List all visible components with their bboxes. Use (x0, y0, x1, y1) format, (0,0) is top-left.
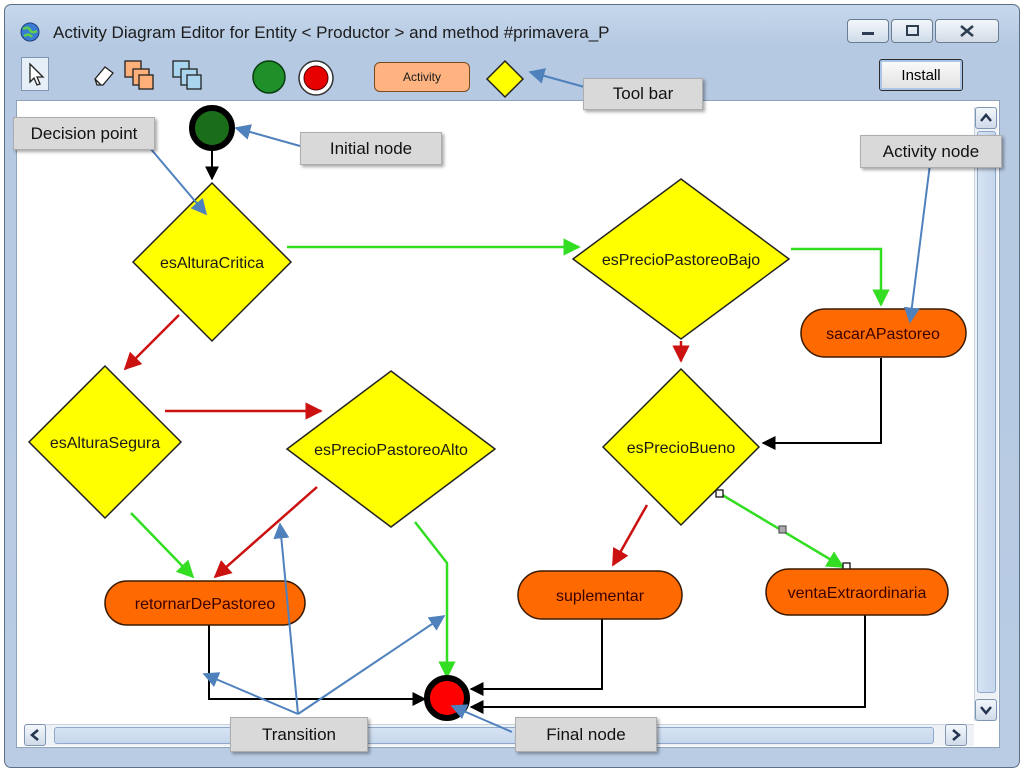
activity-node-ventaextraordinaria[interactable]: ventaExtraordinaria (765, 568, 949, 616)
maximize-icon (906, 25, 919, 36)
scroll-down-button[interactable] (975, 699, 997, 721)
selection-handle[interactable] (778, 525, 787, 534)
chevron-up-icon (980, 113, 992, 122)
callout-activity-node: Activity node (860, 135, 1002, 168)
window-title: Activity Diagram Editor for Entity < Pro… (53, 23, 610, 42)
chevron-left-icon (30, 729, 39, 741)
decision-label: esAlturaSegura (50, 435, 160, 452)
decision-label: esAlturaCritica (160, 255, 264, 272)
pointer-arrow-icon (29, 62, 45, 86)
transition-alto-to-final[interactable] (414, 521, 456, 679)
horizontal-scroll-thumb[interactable] (54, 727, 934, 744)
callout-transition: Transition (230, 717, 368, 752)
scroll-right-button[interactable] (945, 724, 967, 746)
transition-alturacritica-to-alturasegura[interactable] (123, 314, 180, 371)
decision-label: esPrecioBueno (627, 440, 736, 457)
chevron-right-icon (952, 729, 961, 741)
horizontal-scrollbar[interactable] (26, 724, 974, 746)
decision-node-espreciopastoreobajo[interactable]: esPrecioPastoreoBajo (571, 178, 791, 340)
transition-preciobajo-to-sacarapastoreo[interactable] (791, 247, 890, 307)
diagram-canvas[interactable]: esAlturaCritica esAlturaSegura esPrecioP… (16, 100, 1000, 748)
decision-tool-icon[interactable] (485, 59, 525, 99)
transition-alturasegura-to-retornar[interactable] (130, 512, 195, 579)
minimize-icon (862, 32, 874, 35)
scroll-up-button[interactable] (975, 107, 997, 129)
transition-retornar-to-final[interactable] (208, 623, 427, 706)
close-button[interactable] (935, 19, 999, 43)
decision-node-esalturacritica[interactable]: esAlturaCritica (131, 181, 293, 343)
decision-label: esPrecioPastoreoBajo (602, 252, 760, 269)
copy-shapes-orange-icon[interactable] (123, 59, 157, 93)
close-icon (960, 25, 974, 37)
chevron-down-icon (980, 706, 992, 715)
final-node[interactable] (424, 675, 470, 721)
maximize-button[interactable] (891, 19, 933, 43)
final-node-tool-icon[interactable] (297, 59, 337, 99)
callout-tool-bar: Tool bar (583, 78, 703, 110)
callout-initial-node: Initial node (300, 132, 442, 165)
tool-bar: Activity Install (11, 53, 1013, 101)
activity-node-suplementar[interactable]: suplementar (517, 570, 683, 620)
decision-node-espreciopastoreoalto[interactable]: esPrecioPastoreoAlto (285, 370, 497, 528)
decision-node-esalturasegura[interactable]: esAlturaSegura (27, 364, 183, 520)
scroll-left-button[interactable] (24, 724, 46, 746)
activity-label: suplementar (556, 588, 645, 605)
transition-suplementar-to-final[interactable] (469, 619, 603, 696)
selection-handle[interactable] (715, 489, 724, 498)
transition-preciobueno-to-suplementar[interactable] (611, 504, 649, 567)
select-tool[interactable] (21, 57, 49, 91)
initial-node-tool-icon[interactable] (251, 59, 287, 95)
activity-label: ventaExtraordinaria (788, 585, 927, 602)
transition-venta-to-final[interactable] (469, 613, 866, 714)
activity-label: retornarDePastoreo (135, 596, 276, 613)
activity-label: sacarAPastoreo (826, 326, 940, 343)
transition-alto-to-retornar[interactable] (213, 486, 318, 579)
activity-tool[interactable]: Activity (374, 62, 470, 92)
initial-node[interactable] (189, 105, 235, 151)
activity-node-retornardepastoreo[interactable]: retornarDePastoreo (104, 580, 306, 626)
install-button[interactable]: Install (879, 59, 963, 91)
copy-shapes-blue-icon[interactable] (171, 59, 205, 93)
diagram-drawing: esAlturaCritica esAlturaSegura esPrecioP… (27, 105, 967, 721)
vertical-scrollbar[interactable] (974, 107, 998, 721)
vertical-scroll-thumb[interactable] (977, 131, 996, 693)
callout-decision-point: Decision point (13, 117, 155, 150)
decision-label: esPrecioPastoreoAlto (314, 442, 468, 459)
eraser-icon[interactable] (89, 63, 117, 87)
minimize-button[interactable] (847, 19, 889, 43)
decision-node-espreciobueno[interactable]: esPrecioBueno (601, 367, 761, 527)
activity-node-sacarapastoreo[interactable]: sacarAPastoreo (800, 308, 967, 358)
title-bar: Activity Diagram Editor for Entity < Pro… (5, 5, 1019, 53)
transition-sacarapastoreo-to-preciobueno[interactable] (761, 358, 882, 450)
callout-final-node: Final node (515, 717, 657, 752)
globe-app-icon (20, 22, 40, 42)
